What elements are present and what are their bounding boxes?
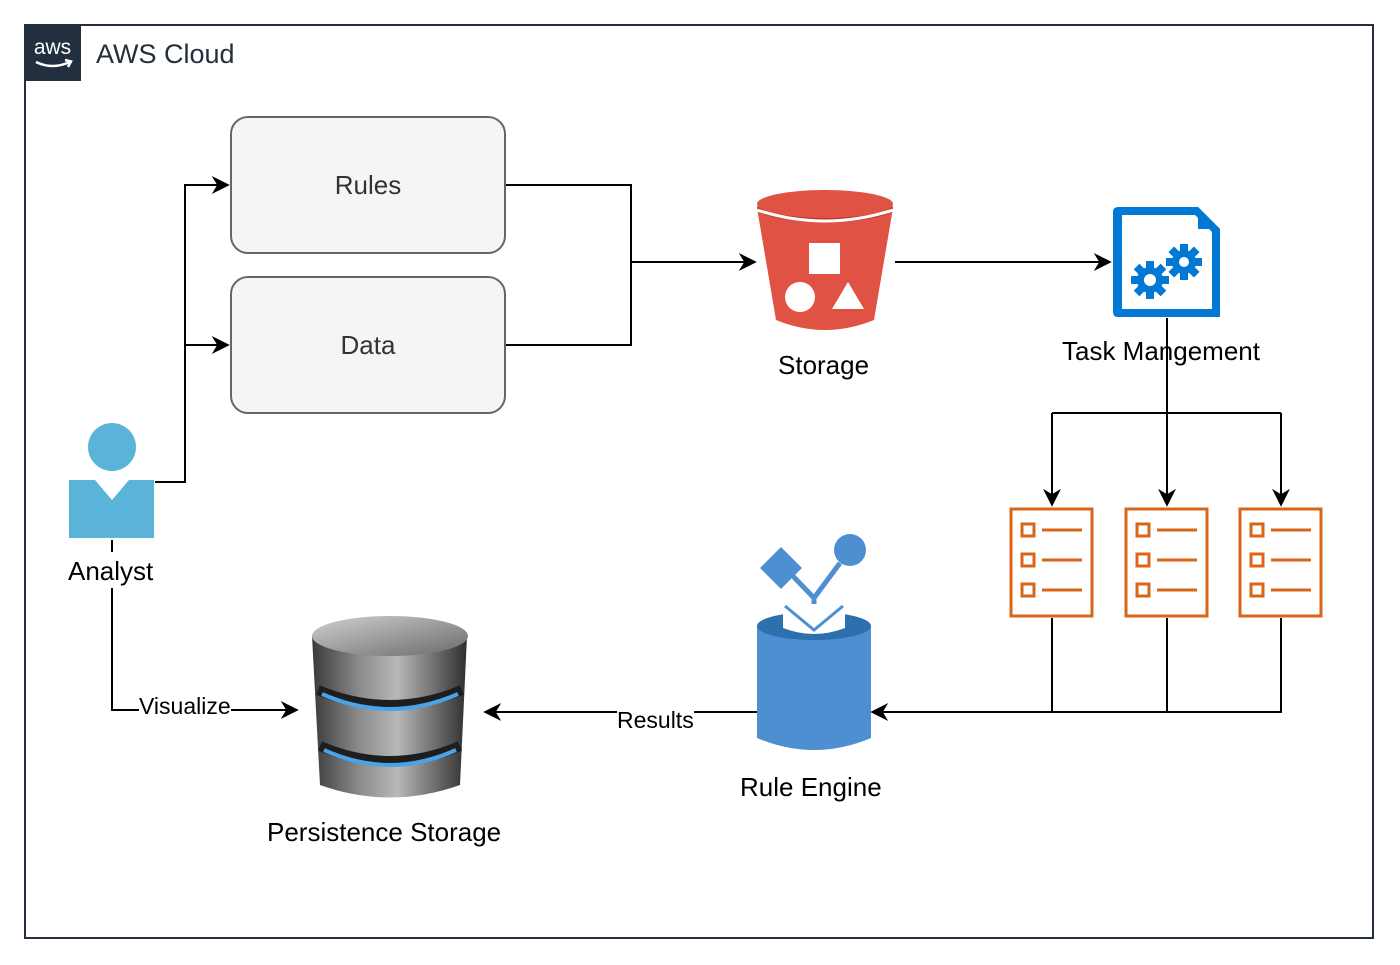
aws-logo-icon: aws: [24, 24, 81, 81]
data-box[interactable]: Data: [230, 276, 506, 414]
edge-rules-storage: [506, 184, 757, 271]
storage-label: Storage: [778, 350, 870, 380]
data-label: Data: [340, 329, 396, 360]
task-management-label: Task Mangement: [1062, 336, 1260, 366]
edge-visualize: [111, 540, 297, 710]
cloud-title: AWS Cloud: [96, 39, 235, 69]
rule-engine-label: Rule Engine: [740, 772, 882, 802]
edge-data-storage: [506, 262, 632, 346]
edge-label-results: Results: [617, 706, 694, 734]
analyst-label: Analyst: [68, 556, 154, 586]
rules-label: Rules: [334, 169, 402, 200]
edge-label-visualize: Visualize: [139, 692, 231, 720]
edge-analyst-rules: [155, 176, 230, 483]
rules-box[interactable]: Rules: [230, 116, 506, 254]
persistence-storage-label: Persistence Storage: [267, 817, 502, 847]
aws-logo-text: aws: [34, 36, 71, 59]
aws-cloud-group: [24, 24, 1374, 939]
